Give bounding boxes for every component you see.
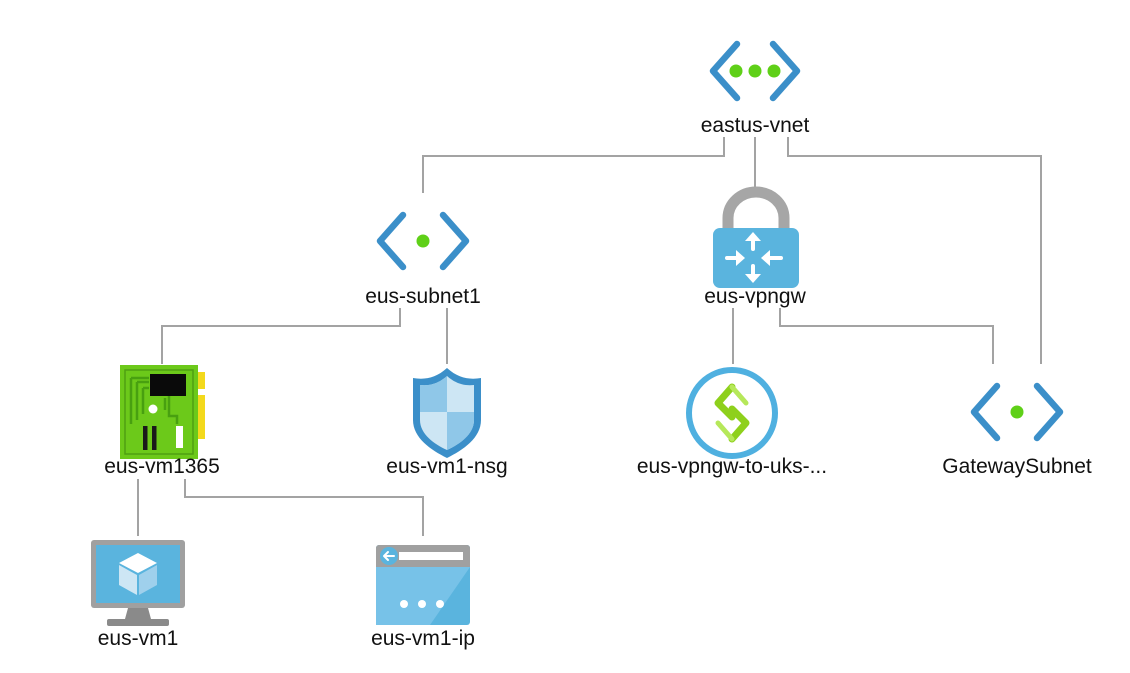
node-eus-vpngw-to-uks[interactable]: eus-vpngw-to-uks-... bbox=[600, 364, 864, 484]
node-label: GatewaySubnet bbox=[942, 455, 1092, 478]
node-label: eus-vpngw bbox=[704, 285, 806, 308]
node-label: eastus-vnet bbox=[700, 114, 810, 137]
node-label: eus-vm1-nsg bbox=[386, 455, 508, 478]
edge-eastus-vnet-gatewaysubnet bbox=[787, 137, 1042, 364]
node-label: eus-subnet1 bbox=[365, 285, 481, 308]
node-label: eus-vm1365 bbox=[104, 455, 220, 478]
network-interface-icon bbox=[120, 365, 205, 459]
vpn-gateway-icon bbox=[713, 186, 799, 288]
vpn-connection-icon bbox=[686, 367, 778, 459]
node-eus-vm1365[interactable]: eus-vm1365 bbox=[47, 364, 277, 484]
node-eus-vm1-ip[interactable]: eus-vm1-ip bbox=[308, 542, 538, 654]
edge-eus-subnet1-eus-vm1365 bbox=[161, 308, 401, 364]
virtual-machine-icon bbox=[91, 540, 185, 626]
network-security-group-icon bbox=[413, 368, 481, 458]
node-label: eus-vpngw-to-uks-... bbox=[636, 455, 828, 478]
edge-eus-vpngw-gatewaysubnet bbox=[779, 308, 994, 364]
node-eus-vm1-nsg[interactable]: eus-vm1-nsg bbox=[332, 364, 562, 484]
node-eastus-vnet[interactable]: eastus-vnet bbox=[640, 38, 870, 142]
node-eus-vpngw[interactable]: eus-vpngw bbox=[640, 186, 870, 312]
node-label: eus-vm1-ip bbox=[371, 627, 475, 650]
edge-eus-vm1365-eus-vm1-ip bbox=[184, 479, 424, 536]
subnet-icon bbox=[376, 211, 470, 271]
node-eus-subnet1[interactable]: eus-subnet1 bbox=[308, 210, 538, 314]
subnet-icon bbox=[970, 382, 1064, 442]
virtual-network-icon bbox=[709, 40, 801, 102]
node-eus-vm1[interactable]: eus-vm1 bbox=[23, 538, 253, 654]
node-gatewaysubnet[interactable]: GatewaySubnet bbox=[902, 381, 1130, 485]
public-ip-icon bbox=[376, 545, 470, 625]
edge-eastus-vnet-eus-subnet1 bbox=[422, 137, 725, 193]
node-label: eus-vm1 bbox=[97, 627, 179, 650]
